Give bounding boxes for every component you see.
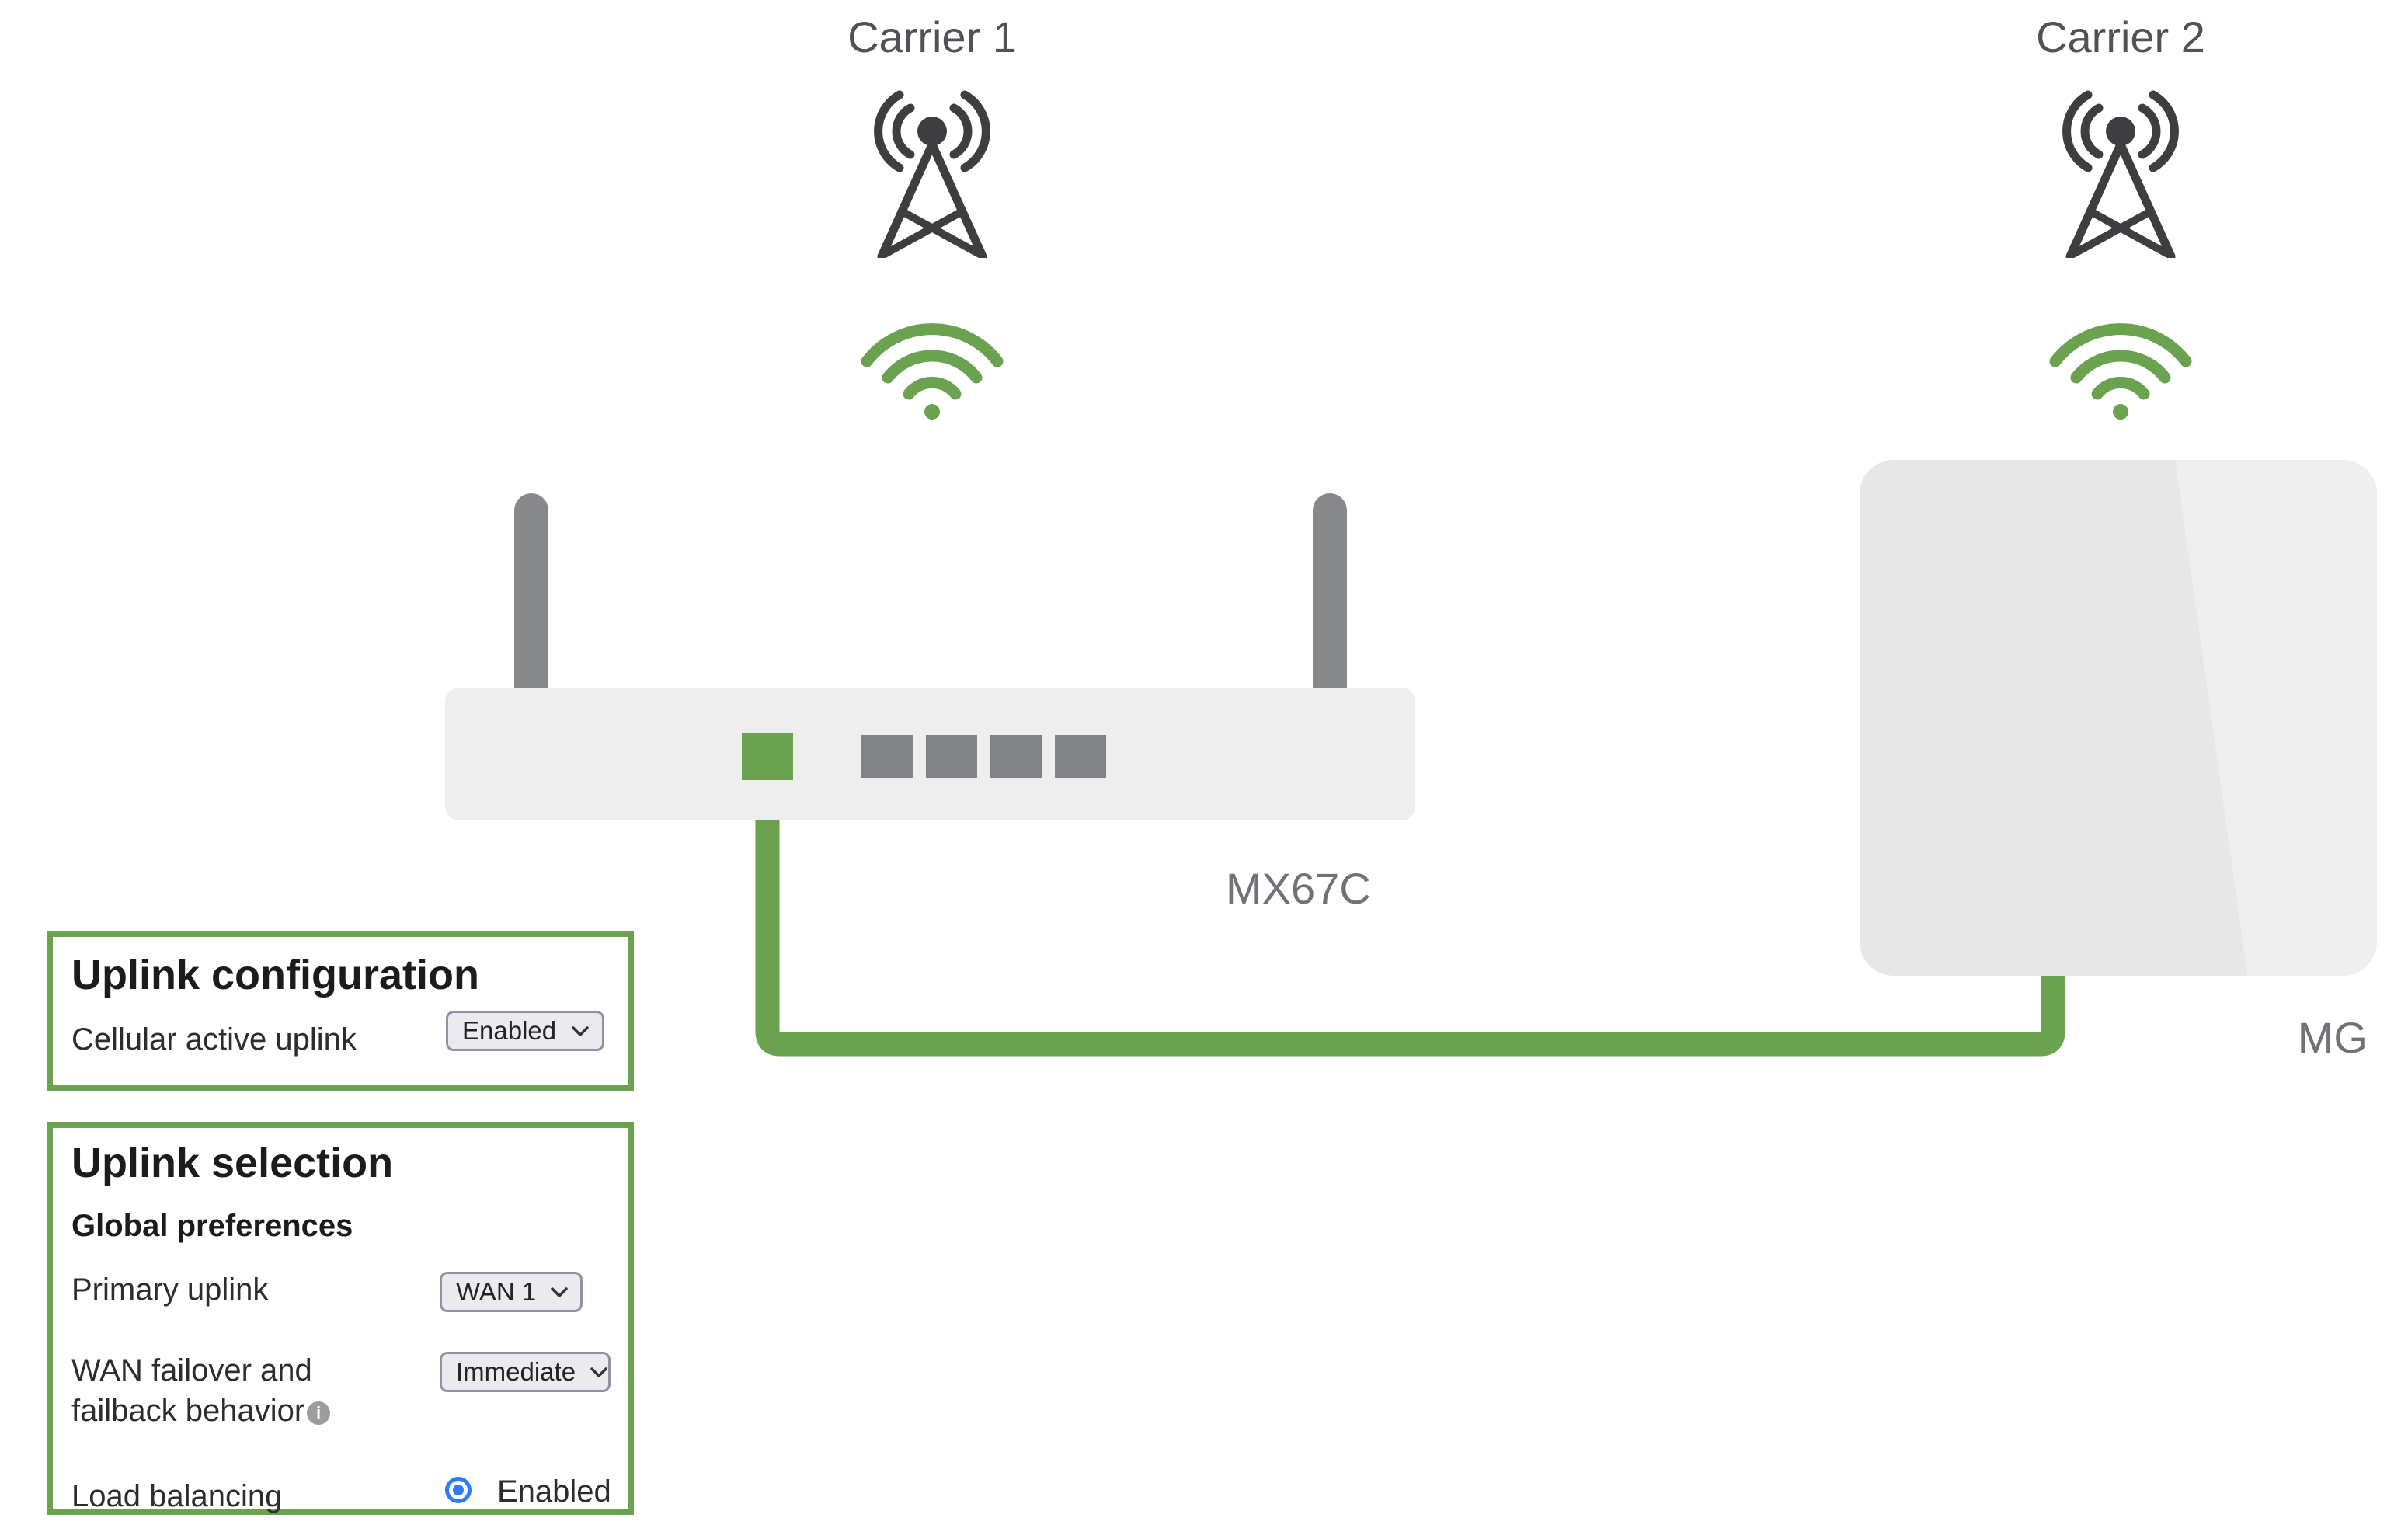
chevron-down-icon: [551, 1287, 569, 1297]
primary-uplink-select[interactable]: WAN 1: [440, 1272, 583, 1312]
lan-port-2: [926, 735, 977, 778]
cellular-active-uplink-value: Enabled: [462, 1016, 557, 1045]
cell-tower-icon-carrier-1: [874, 90, 990, 258]
wifi-signal-icon-carrier-1: [861, 323, 1004, 420]
mg-device: [1860, 460, 2377, 976]
mg-device-label: MG: [2297, 1013, 2368, 1062]
wan-port-green: [742, 733, 793, 780]
wan-failover-label-line1: WAN failover and: [71, 1353, 312, 1388]
lan-port-4: [1055, 735, 1106, 778]
primary-uplink-label: Primary uplink: [71, 1273, 269, 1307]
load-balancing-radio-enabled[interactable]: [445, 1477, 472, 1503]
load-balancing-label: Load balancing: [71, 1479, 283, 1513]
primary-uplink-value: WAN 1: [456, 1277, 537, 1306]
wan-failover-label-line2: failback behavior: [71, 1394, 305, 1428]
wan-failover-select[interactable]: Immediate: [440, 1352, 611, 1392]
uplink-configuration-title: Uplink configuration: [71, 952, 479, 998]
uplink-selection-title: Uplink selection: [71, 1140, 394, 1186]
wan-failover-value: Immediate: [456, 1357, 576, 1386]
load-balancing-value: Enabled: [497, 1475, 611, 1509]
lan-port-1: [861, 735, 913, 778]
mx67c-device: [445, 688, 1415, 820]
chevron-down-icon: [572, 1025, 589, 1036]
mx-antenna-right: [1313, 493, 1347, 695]
chevron-down-icon: [590, 1367, 607, 1377]
uplink-configuration-panel: Uplink configuration Cellular active upl…: [47, 931, 634, 1091]
wifi-signal-icon-carrier-2: [2049, 323, 2192, 420]
carrier-2-label: Carrier 2: [2036, 12, 2205, 61]
mx67c-device-label: MX67C: [1226, 864, 1371, 913]
lan-port-3: [990, 735, 1042, 778]
global-preferences-heading: Global preferences: [71, 1209, 353, 1243]
mg-device-gloss: [2175, 460, 2377, 976]
cell-tower-icon-carrier-2: [2062, 90, 2179, 258]
radio-selected-dot: [453, 1485, 464, 1495]
cellular-active-uplink-select[interactable]: Enabled: [446, 1011, 604, 1051]
info-icon[interactable]: i: [307, 1401, 330, 1425]
carrier-1-label: Carrier 1: [847, 12, 1017, 61]
cellular-active-uplink-label: Cellular active uplink: [71, 1022, 357, 1057]
mx-antenna-left: [514, 493, 548, 695]
uplink-selection-panel: Uplink selection Global preferences Prim…: [47, 1122, 634, 1515]
